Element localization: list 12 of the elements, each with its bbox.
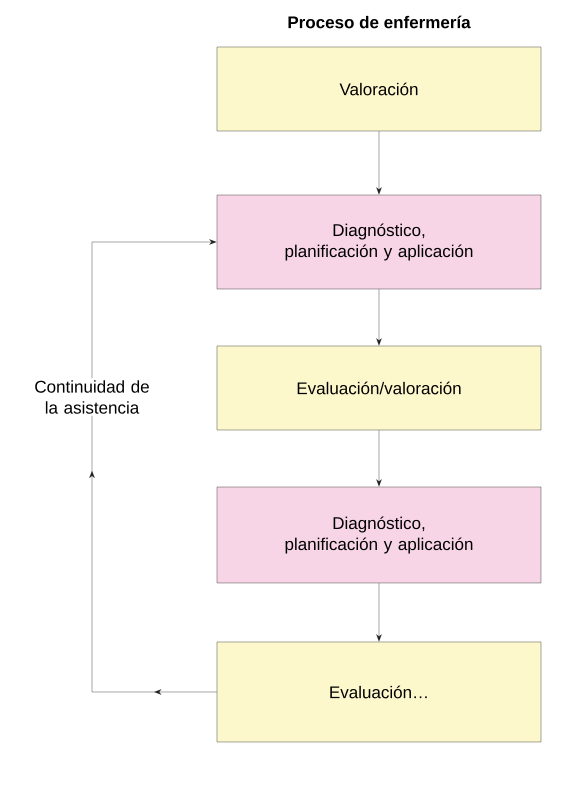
arrow <box>376 131 382 194</box>
process-box: Diagnóstico, planificación y aplicación <box>216 194 542 290</box>
process-box: Evaluación… <box>216 642 542 742</box>
feedback-arrow <box>89 239 217 695</box>
arrow <box>376 430 382 486</box>
edge-label: Continuidad de la asistencia <box>22 378 162 416</box>
arrow <box>376 289 382 346</box>
title: Proceso de enfermería <box>288 16 471 28</box>
process-box: Diagnóstico, planificación y aplicación <box>216 486 542 584</box>
arrow <box>376 583 382 642</box>
process-box: Evaluación/valoración <box>216 346 542 430</box>
process-box: Valoración <box>216 46 542 132</box>
